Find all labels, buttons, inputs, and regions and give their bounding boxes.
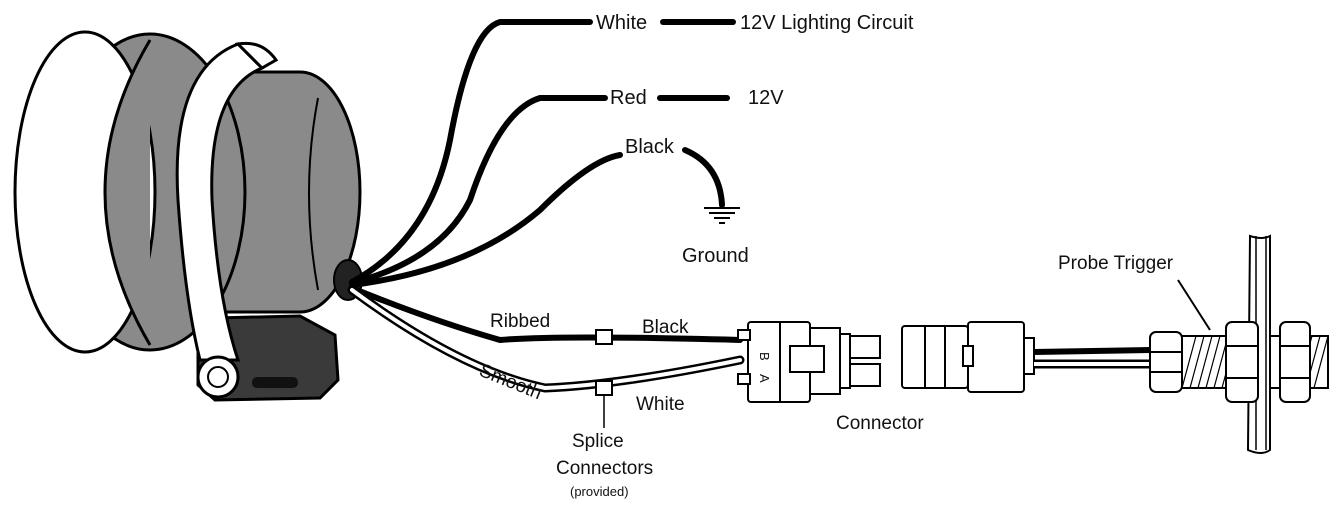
label-connector: Connector	[836, 413, 924, 434]
ribbed-lead	[349, 285, 743, 344]
label-ribbed: Ribbed	[490, 311, 550, 332]
white-wire	[349, 19, 593, 285]
ground-icon	[704, 205, 740, 224]
label-black-lead: Black	[642, 317, 689, 338]
label-connectors: Connectors	[556, 458, 653, 479]
probe-cable	[1033, 347, 1151, 369]
label-black-wire: Black	[625, 136, 675, 158]
black-wire	[349, 152, 623, 288]
label-splice: Splice	[572, 431, 624, 452]
label-probe-trigger: Probe Trigger	[1058, 253, 1174, 274]
ground-lead	[682, 147, 725, 208]
connector-pin-a: A	[757, 374, 772, 383]
red-wire	[349, 95, 608, 286]
connector-male: B A	[737, 321, 881, 403]
label-lighting-circuit: 12V Lighting Circuit	[740, 12, 914, 34]
nut-front	[1225, 321, 1259, 403]
nut-back	[1279, 321, 1311, 403]
label-ground: Ground	[682, 245, 749, 267]
sensor-leads	[347, 285, 745, 393]
splice-connector-top	[595, 329, 613, 345]
probe-trigger	[1149, 234, 1329, 454]
splice-connector-bottom	[595, 380, 613, 396]
label-white-lead: White	[636, 394, 685, 415]
bracket-slot	[252, 377, 298, 388]
label-white-wire: White	[596, 12, 647, 34]
connector-female	[901, 321, 1035, 393]
label-red-wire: Red	[610, 87, 647, 109]
label-12v: 12V	[748, 87, 784, 109]
label-provided: (provided)	[570, 484, 629, 499]
probe-pointer	[1177, 279, 1211, 331]
connector-pin-b: B	[757, 352, 772, 361]
label-smooth: Smooth	[476, 360, 545, 404]
power-wires	[349, 19, 736, 288]
gauge	[13, 30, 363, 402]
